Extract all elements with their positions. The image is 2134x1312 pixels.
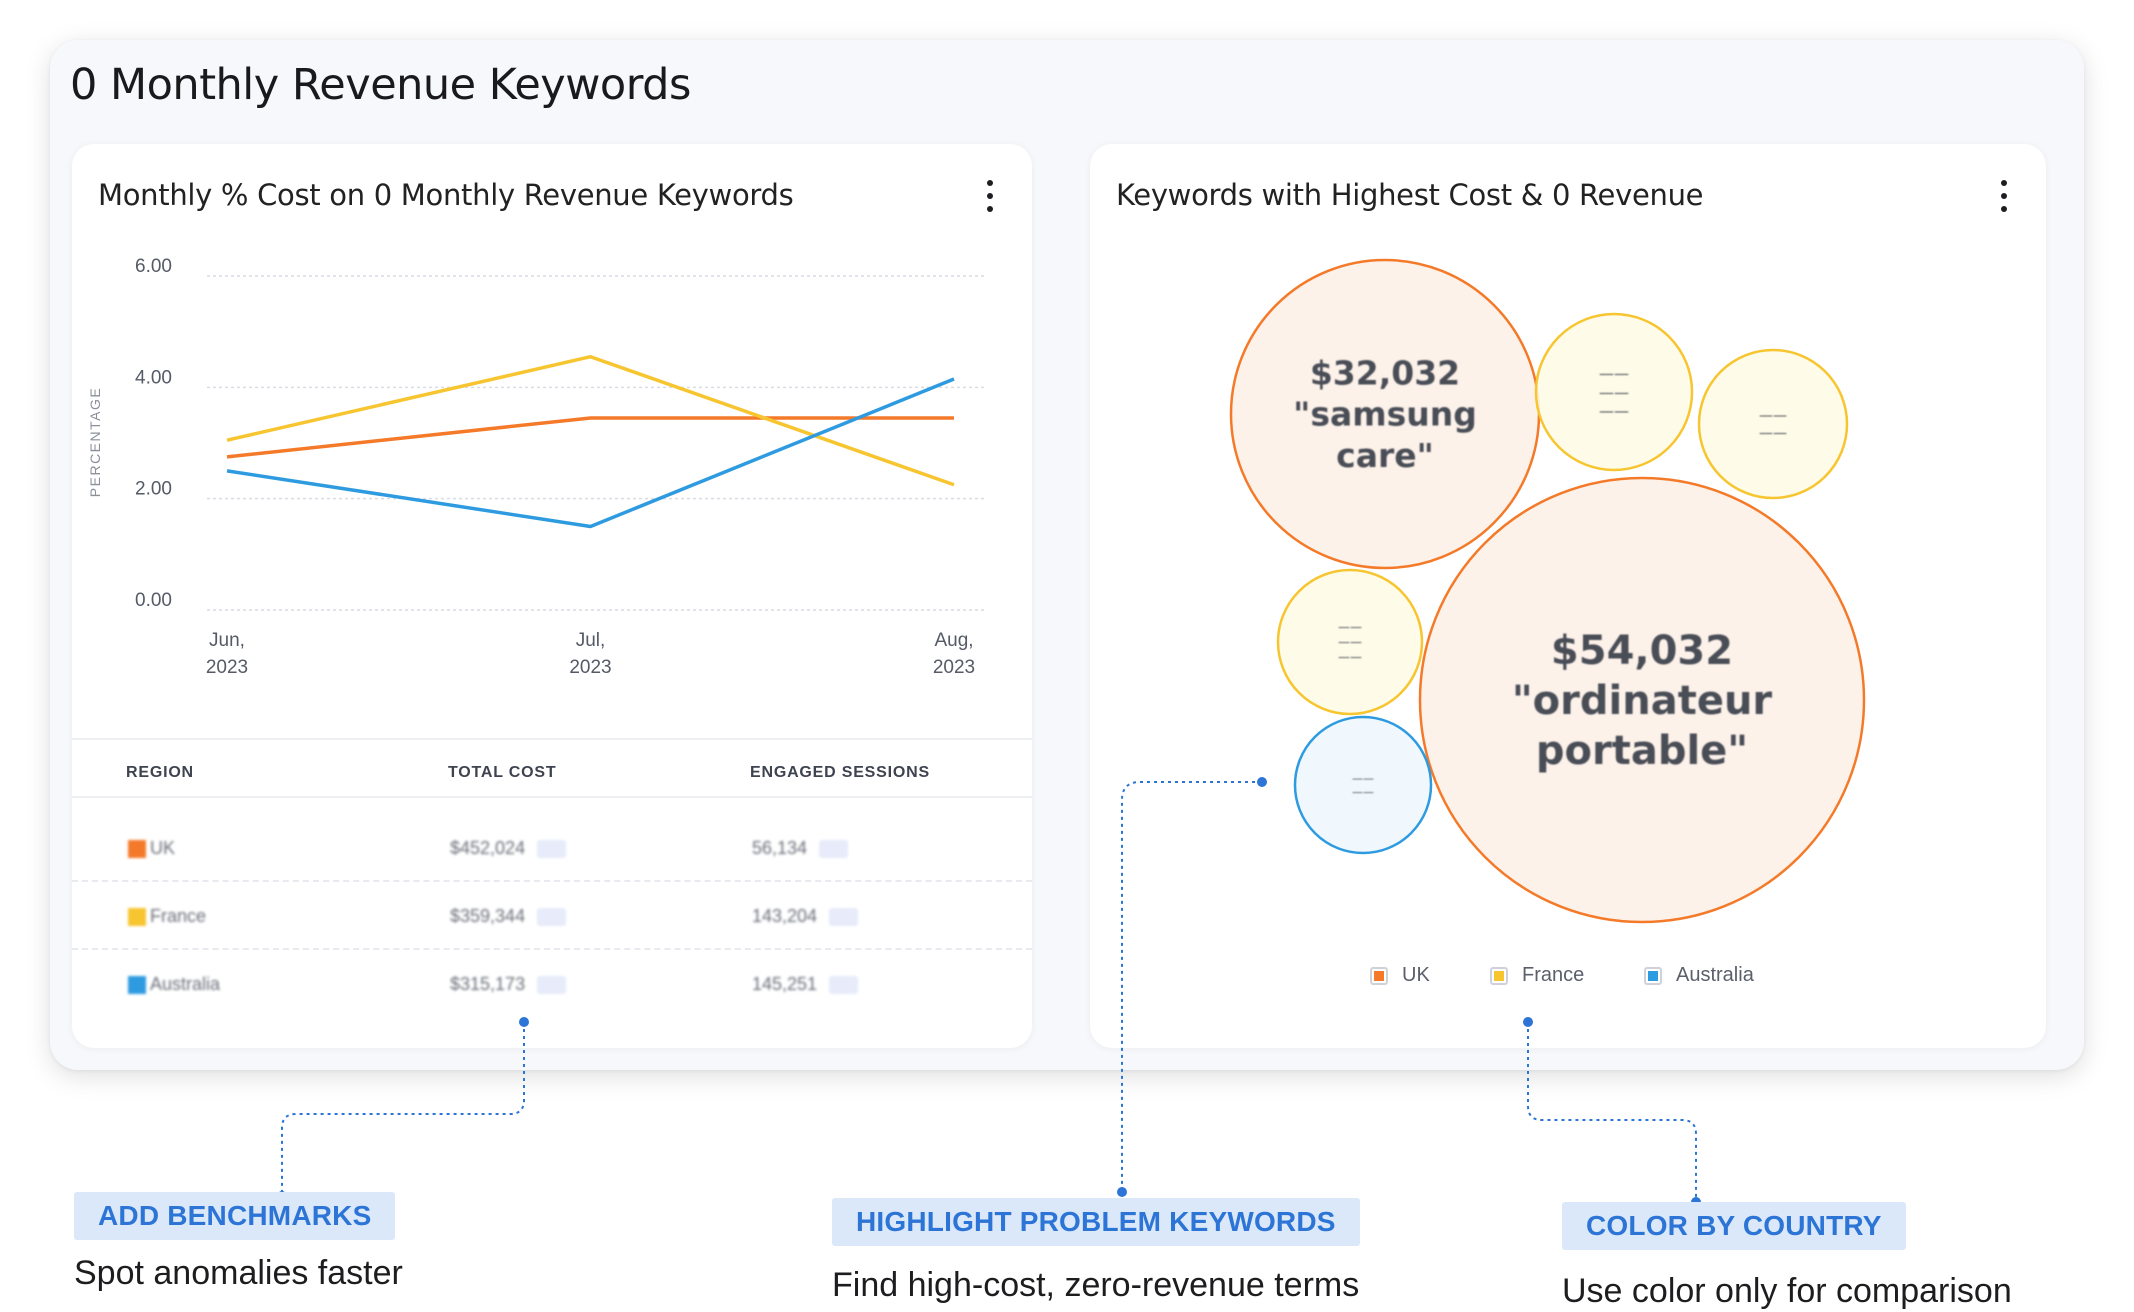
table-row[interactable]: France $359,344 143,204: [72, 882, 1032, 950]
callout-badge-problem-keywords: HIGHLIGHT PROBLEM KEYWORDS: [832, 1198, 1360, 1246]
cost-benchmark-chip: [537, 907, 567, 926]
region-cell: Australia: [128, 974, 220, 995]
australia-legend-swatch: [1644, 966, 1662, 985]
line-chart: 6.00 4.00 2.00 0.00 PERCENTAGE Jun,2023 Jul,20…: [87, 256, 984, 678]
table-row[interactable]: Australia $315,173 145,251: [72, 950, 1032, 1018]
region-label: France: [150, 906, 207, 926]
uk-legend-swatch: [1370, 966, 1388, 985]
table-row[interactable]: UK $452,024 56,134: [72, 814, 1032, 882]
line-chart-title: Monthly % Cost on 0 Monthly Revenue Keyw…: [98, 178, 794, 212]
region-cell: UK: [128, 838, 175, 859]
sessions-value: 56,134: [752, 838, 808, 858]
total-cost-value: $359,344: [450, 906, 526, 926]
callout-caption-country: Use color only for comparison: [1562, 1272, 2012, 1310]
sessions-cell: 145,251: [752, 974, 859, 995]
y-tick-label: 2.00: [135, 479, 172, 500]
bubble-france: [1534, 312, 1694, 472]
bubble-label: ——————: [1338, 620, 1362, 664]
cost-benchmark-chip: [537, 975, 567, 994]
panel-title: 0 Monthly Revenue Keywords: [70, 60, 691, 110]
series-line-australia: [226, 377, 955, 529]
legend-item-france[interactable]: France: [1490, 964, 1584, 987]
bubble-france: [1697, 348, 1849, 500]
uk-swatch: [128, 839, 146, 858]
bubble-label: ——————: [1599, 365, 1629, 421]
total-cost-cell: $452,024: [450, 838, 567, 859]
column-header-total-cost[interactable]: TOTAL COST: [448, 764, 557, 781]
total-cost-cell: $359,344: [450, 906, 567, 927]
legend-label: UK: [1402, 964, 1430, 986]
total-cost-value: $315,173: [450, 974, 526, 994]
column-header-region[interactable]: REGION: [126, 764, 194, 781]
total-cost-cell: $315,173: [450, 974, 567, 995]
x-tick-label: Jul,2023: [569, 630, 611, 678]
bubble-australia: [1293, 715, 1433, 855]
callout-caption-problem-keywords: Find high-cost, zero-revenue terms: [832, 1266, 1360, 1304]
connector-dot: [1117, 1187, 1127, 1197]
legend-label: France: [1522, 964, 1585, 986]
sessions-benchmark-chip: [829, 907, 859, 926]
total-cost-value: $452,024: [450, 838, 526, 858]
x-tick-label: Jun,2023: [206, 630, 248, 678]
france-legend-swatch: [1490, 966, 1508, 985]
legend-item-uk[interactable]: UK: [1370, 964, 1430, 987]
bubble-label: ————: [1352, 772, 1374, 799]
y-tick-label: 0.00: [135, 590, 172, 611]
sessions-value: 145,251: [752, 974, 818, 994]
series-line-uk: [226, 416, 954, 459]
table-header: REGION TOTAL COST ENGAGED SESSIONS: [72, 738, 1032, 798]
legend-item-australia[interactable]: Australia: [1644, 964, 1754, 987]
bubble-uk: [1418, 476, 1866, 924]
sessions-value: 143,204: [752, 906, 818, 926]
france-swatch: [128, 907, 146, 926]
bubble-chart-card: Keywords with Highest Cost & 0 Revenue $…: [1090, 144, 2046, 1048]
x-tick-label: Aug,2023: [933, 630, 975, 678]
y-tick-label: 4.00: [135, 367, 172, 388]
sessions-cell: 56,134: [752, 838, 849, 859]
bubble-label: ————: [1759, 408, 1787, 442]
australia-swatch: [128, 975, 146, 994]
cost-benchmark-chip: [537, 839, 567, 858]
region-label: UK: [150, 838, 176, 858]
y-axis-label: PERCENTAGE: [87, 387, 103, 497]
column-header-engaged-sessions[interactable]: ENGAGED SESSIONS: [750, 764, 930, 781]
region-label: Australia: [150, 974, 221, 994]
series-line-france: [226, 354, 955, 487]
sessions-benchmark-chip: [819, 839, 849, 858]
callout-caption-benchmarks: Spot anomalies faster: [74, 1254, 403, 1292]
sessions-cell: 143,204: [752, 906, 859, 927]
kebab-menu-icon[interactable]: [978, 180, 1002, 224]
y-tick-label: 6.00: [135, 256, 172, 277]
legend-label: Australia: [1676, 964, 1754, 986]
bubble-france: [1276, 568, 1424, 716]
line-chart-card: Monthly % Cost on 0 Monthly Revenue Keyw…: [72, 144, 1032, 1048]
sessions-benchmark-chip: [829, 975, 859, 994]
bubble-chart-title: Keywords with Highest Cost & 0 Revenue: [1116, 178, 1704, 212]
callout-badge-country: COLOR BY COUNTRY: [1562, 1202, 1906, 1250]
kebab-menu-icon[interactable]: [1992, 180, 2016, 224]
callout-badge-benchmarks: ADD BENCHMARKS: [74, 1192, 396, 1240]
region-cell: France: [128, 906, 206, 927]
